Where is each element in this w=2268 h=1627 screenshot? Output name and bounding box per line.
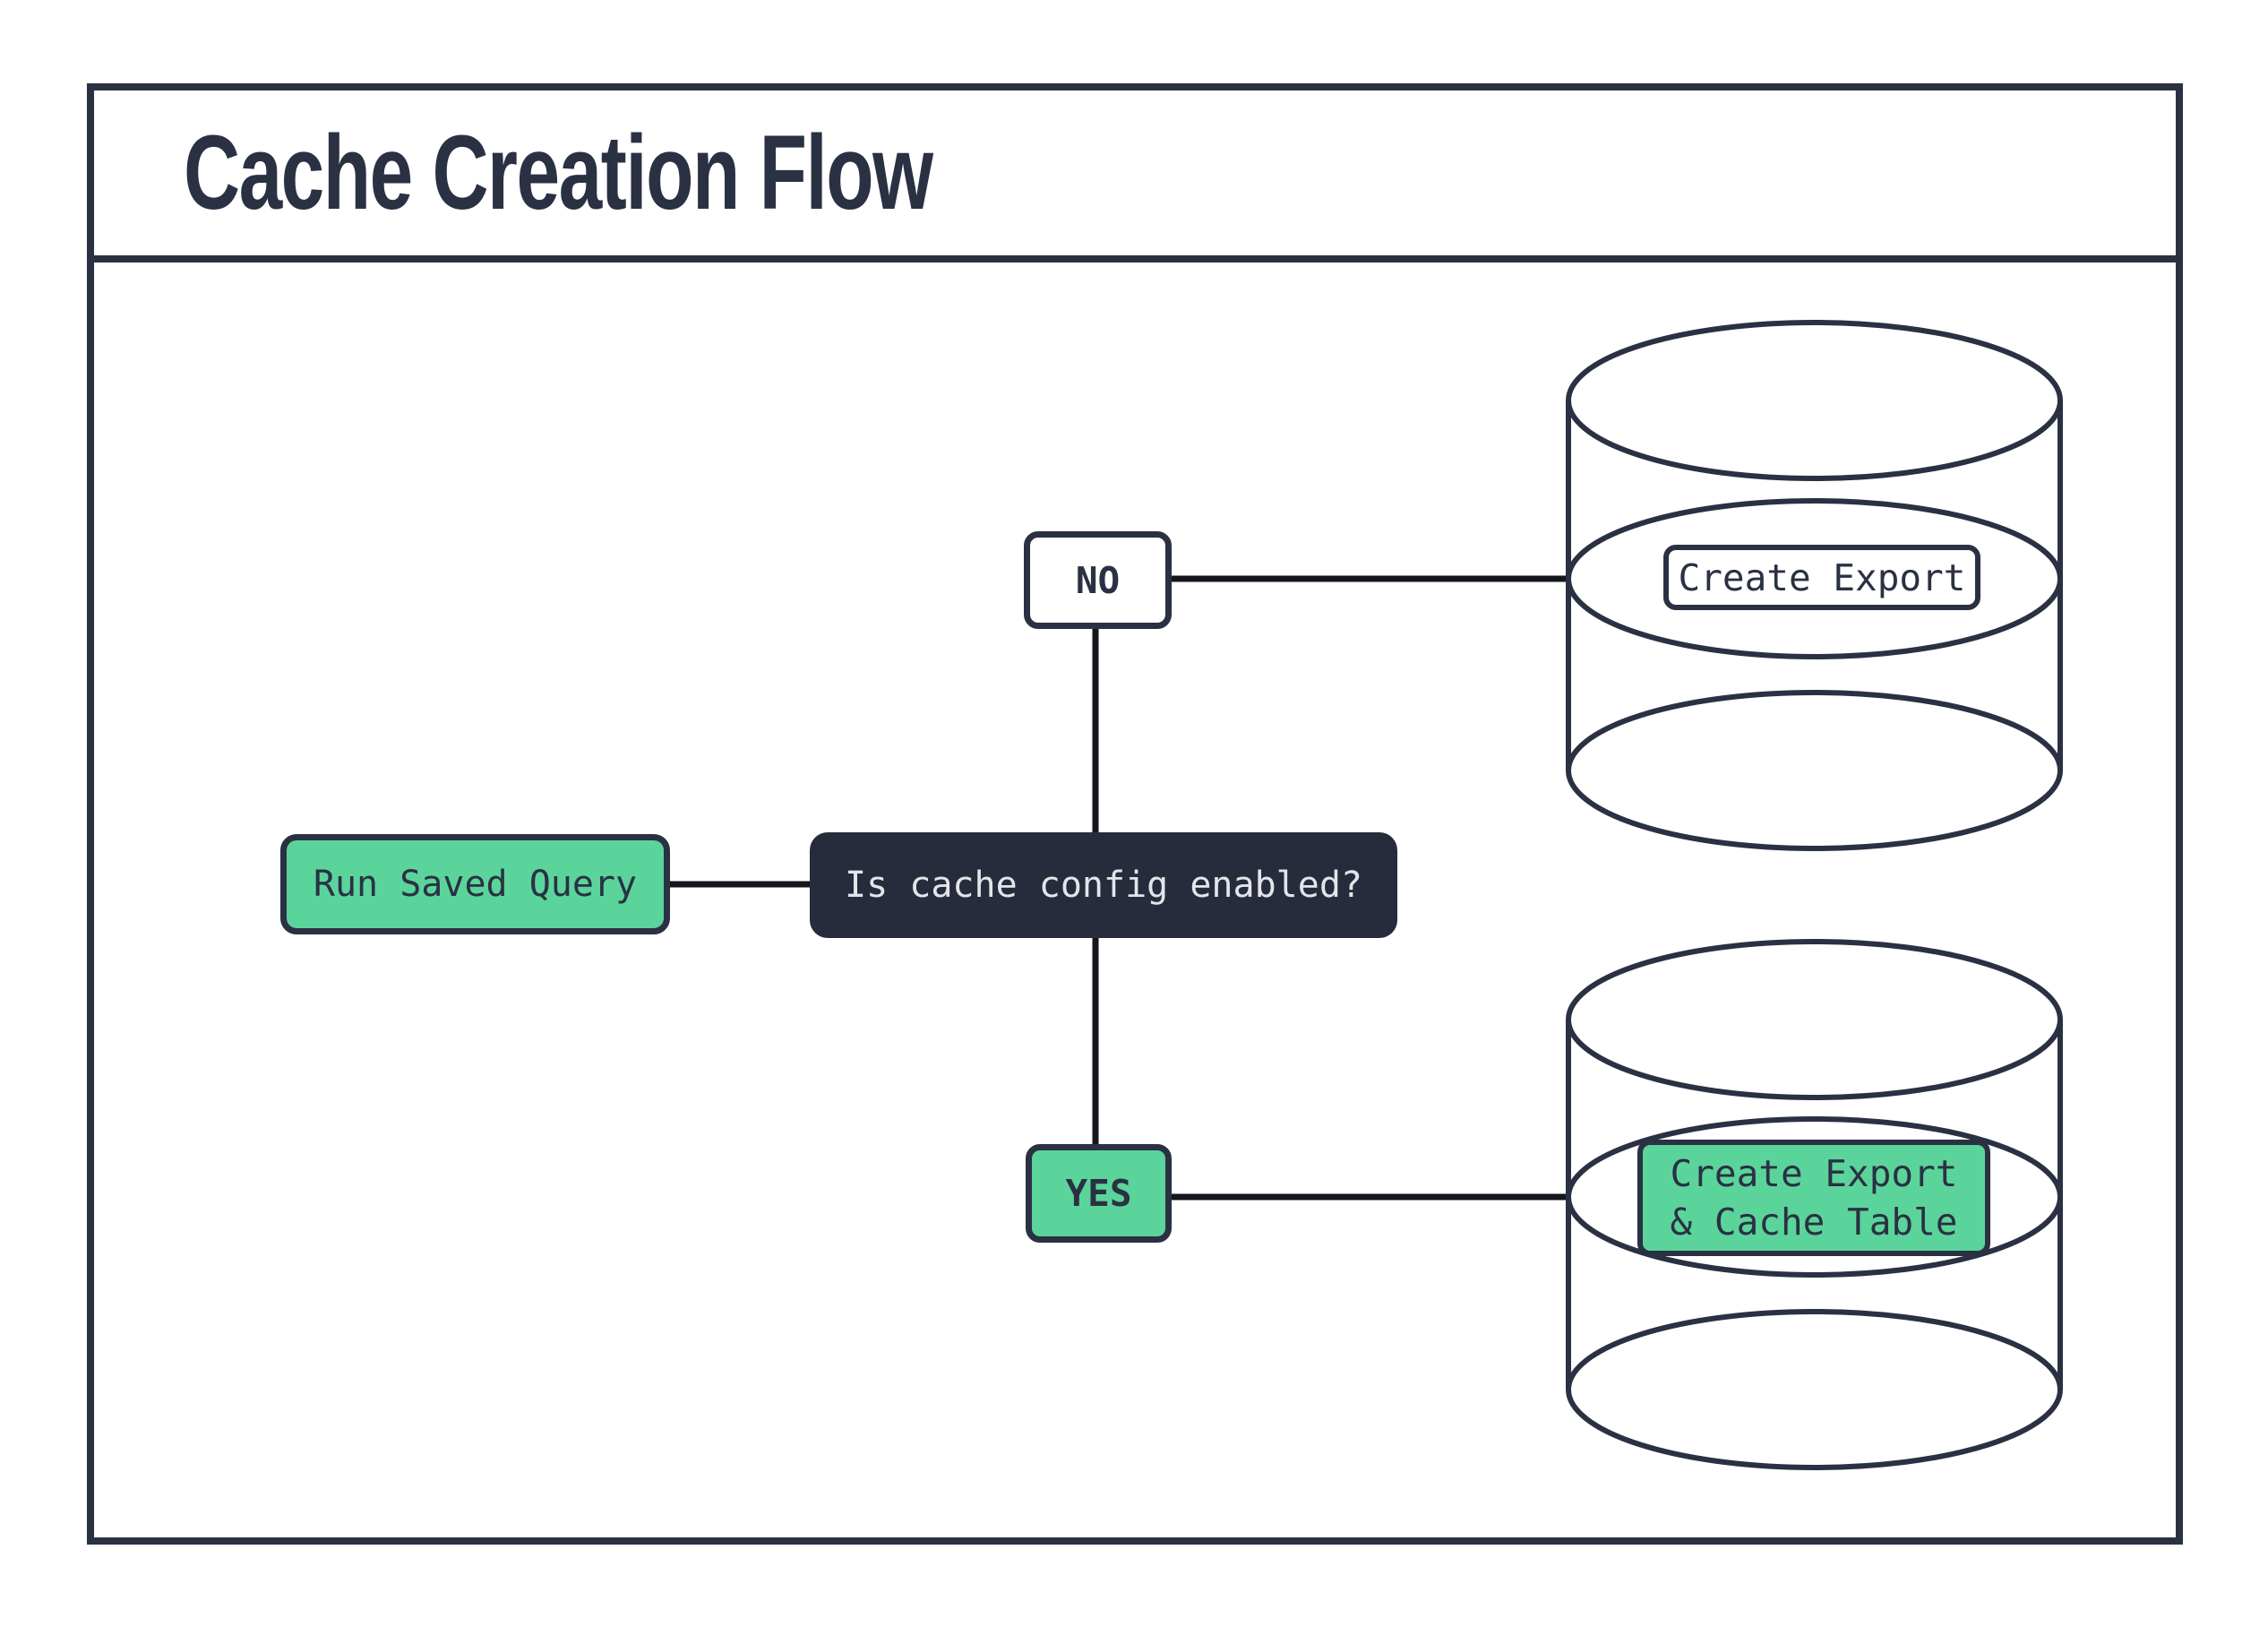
node-create-export-cache-table-label: Create Export& Cache Table: [1670, 1151, 1958, 1244]
node-cache-config-decision-label: Is cache config enabled?: [845, 865, 1362, 906]
node-cache-config-decision: Is cache config enabled?: [810, 832, 1397, 938]
node-create-export-label: Create Export: [1678, 555, 1966, 599]
cache-database-icon: [1566, 939, 2063, 1470]
header: Cache Creation Flow: [94, 90, 2176, 263]
connector-lines: [670, 575, 1568, 1201]
node-create-export: Create Export: [1663, 545, 1980, 610]
page-title: Cache Creation Flow: [184, 114, 933, 232]
node-yes-branch-label: YES: [1065, 1172, 1132, 1215]
node-run-saved-query: Run Saved Query: [280, 834, 670, 934]
node-run-saved-query-label: Run Saved Query: [313, 864, 638, 905]
database-middle-rim: [1566, 498, 2063, 659]
database-bottom-rim: [1566, 1309, 2063, 1470]
export-database-icon: [1566, 320, 2063, 851]
node-yes-branch: YES: [1026, 1144, 1172, 1243]
database-bottom-rim: [1566, 690, 2063, 851]
node-no-branch: NO: [1024, 531, 1172, 629]
node-create-export-cache-table: Create Export& Cache Table: [1637, 1140, 1990, 1256]
node-no-branch-label: NO: [1075, 558, 1121, 602]
outer-frame: Cache Creation Flow: [87, 83, 2183, 1545]
database-top-ellipse: [1566, 939, 2063, 1100]
database-middle-rim: [1566, 1116, 2063, 1278]
database-top-ellipse: [1566, 320, 2063, 481]
